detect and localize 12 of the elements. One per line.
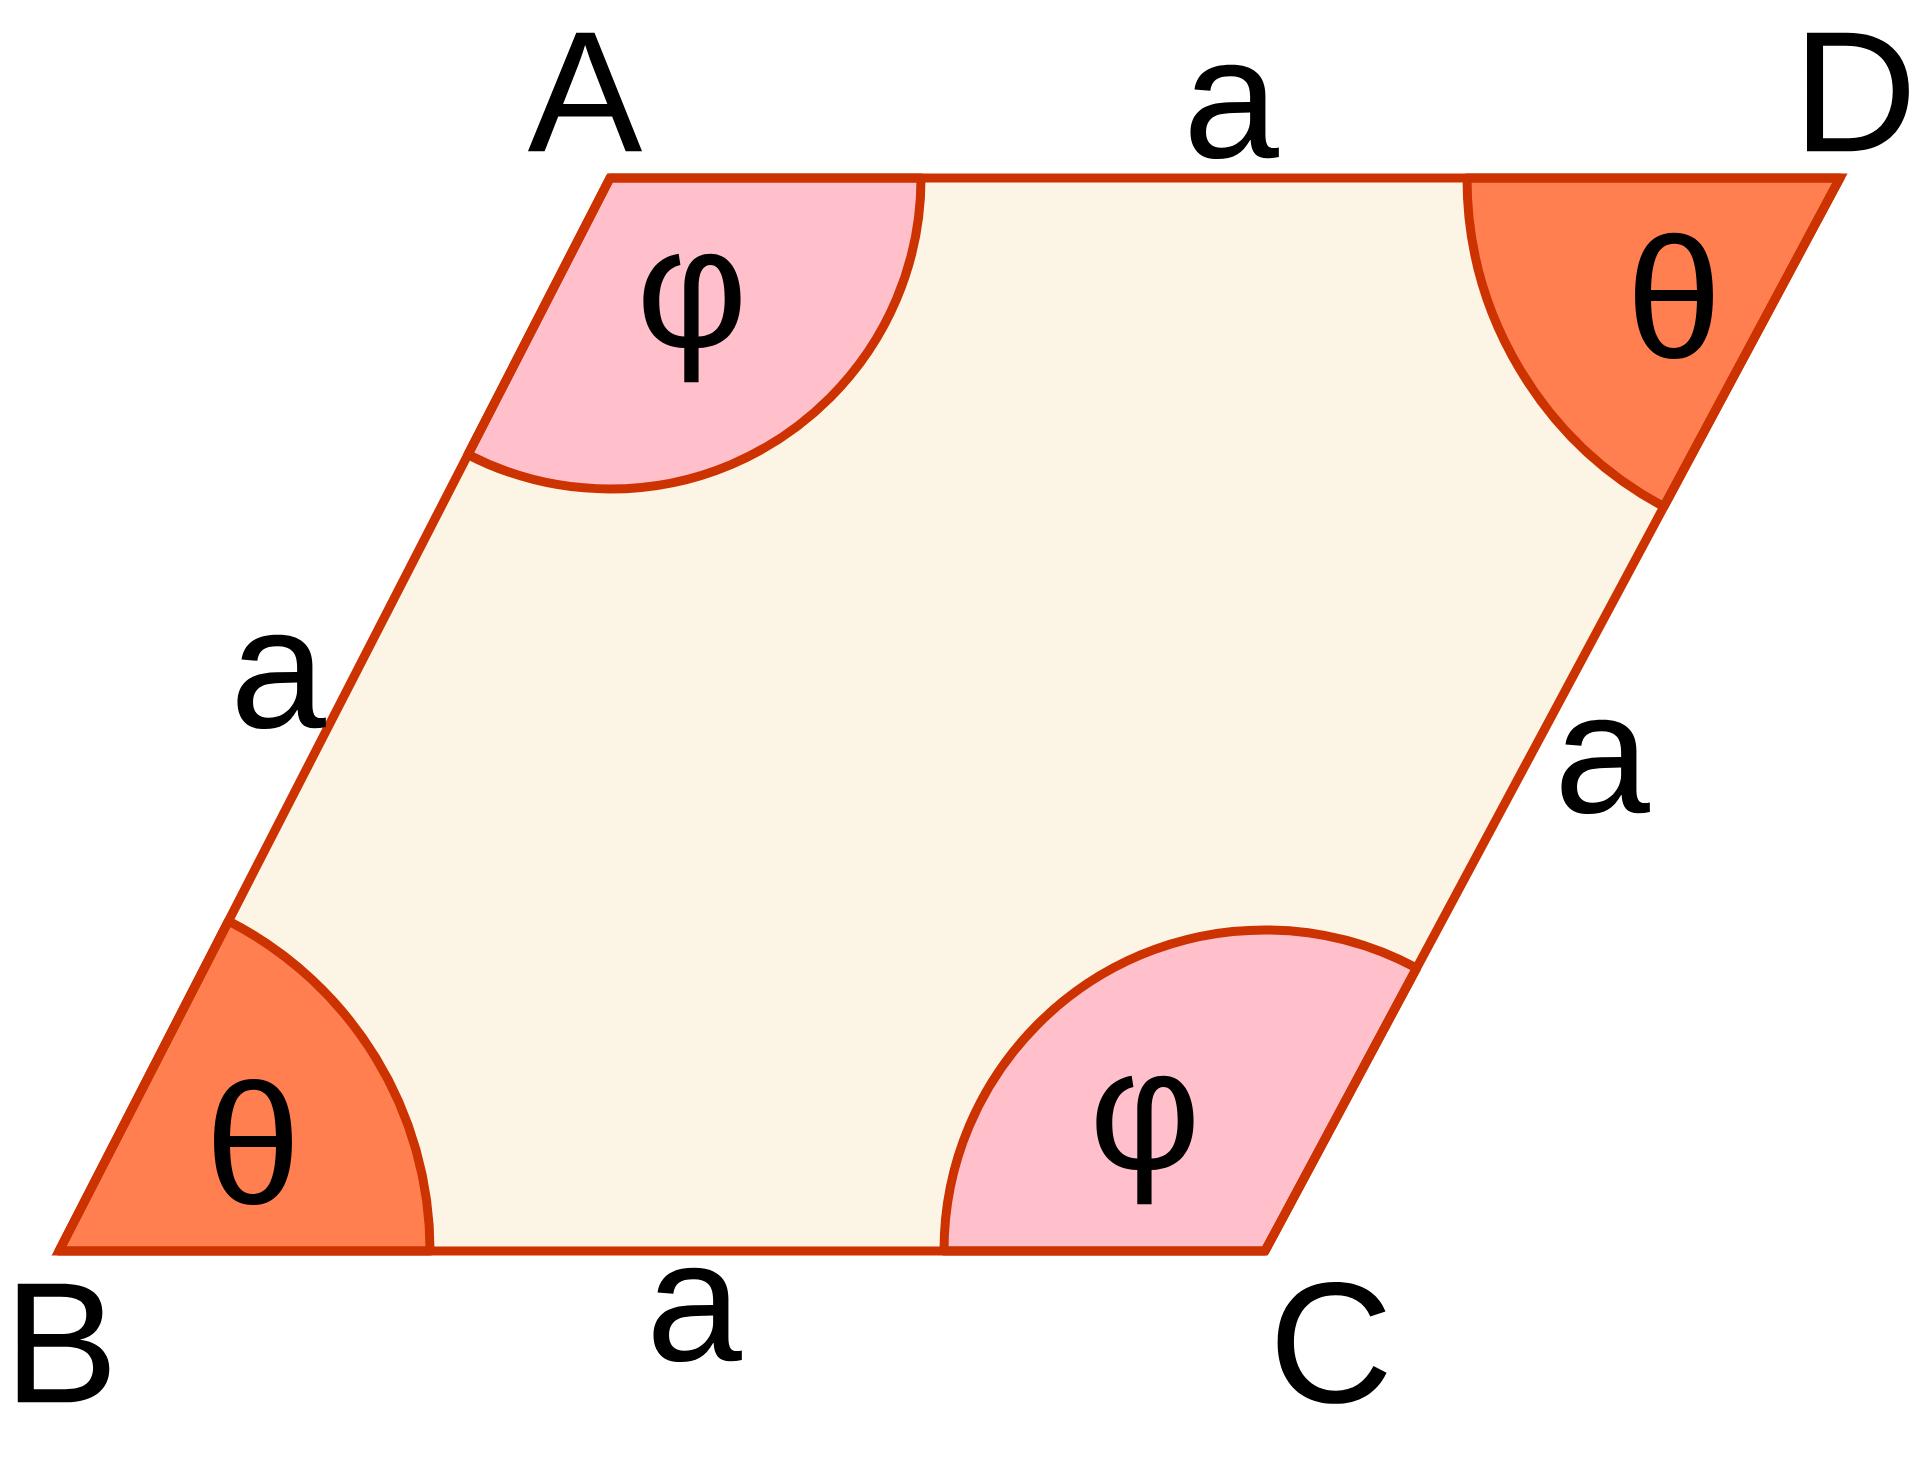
- vertex-label: D: [1807, 32, 1909, 152]
- side-label: a: [1561, 719, 1650, 815]
- vertex-label: C: [1277, 1282, 1387, 1404]
- side-label: a: [237, 634, 326, 730]
- angle-label: θ: [1635, 232, 1713, 360]
- vertex-label: B: [17, 1283, 110, 1403]
- side-label: a: [653, 1267, 742, 1363]
- side-label: a: [1190, 64, 1279, 160]
- vertex-label: A: [528, 32, 643, 152]
- angle-label: θ: [214, 1078, 292, 1206]
- angle-label: φ: [1096, 1075, 1194, 1205]
- angle-label: φ: [643, 253, 741, 383]
